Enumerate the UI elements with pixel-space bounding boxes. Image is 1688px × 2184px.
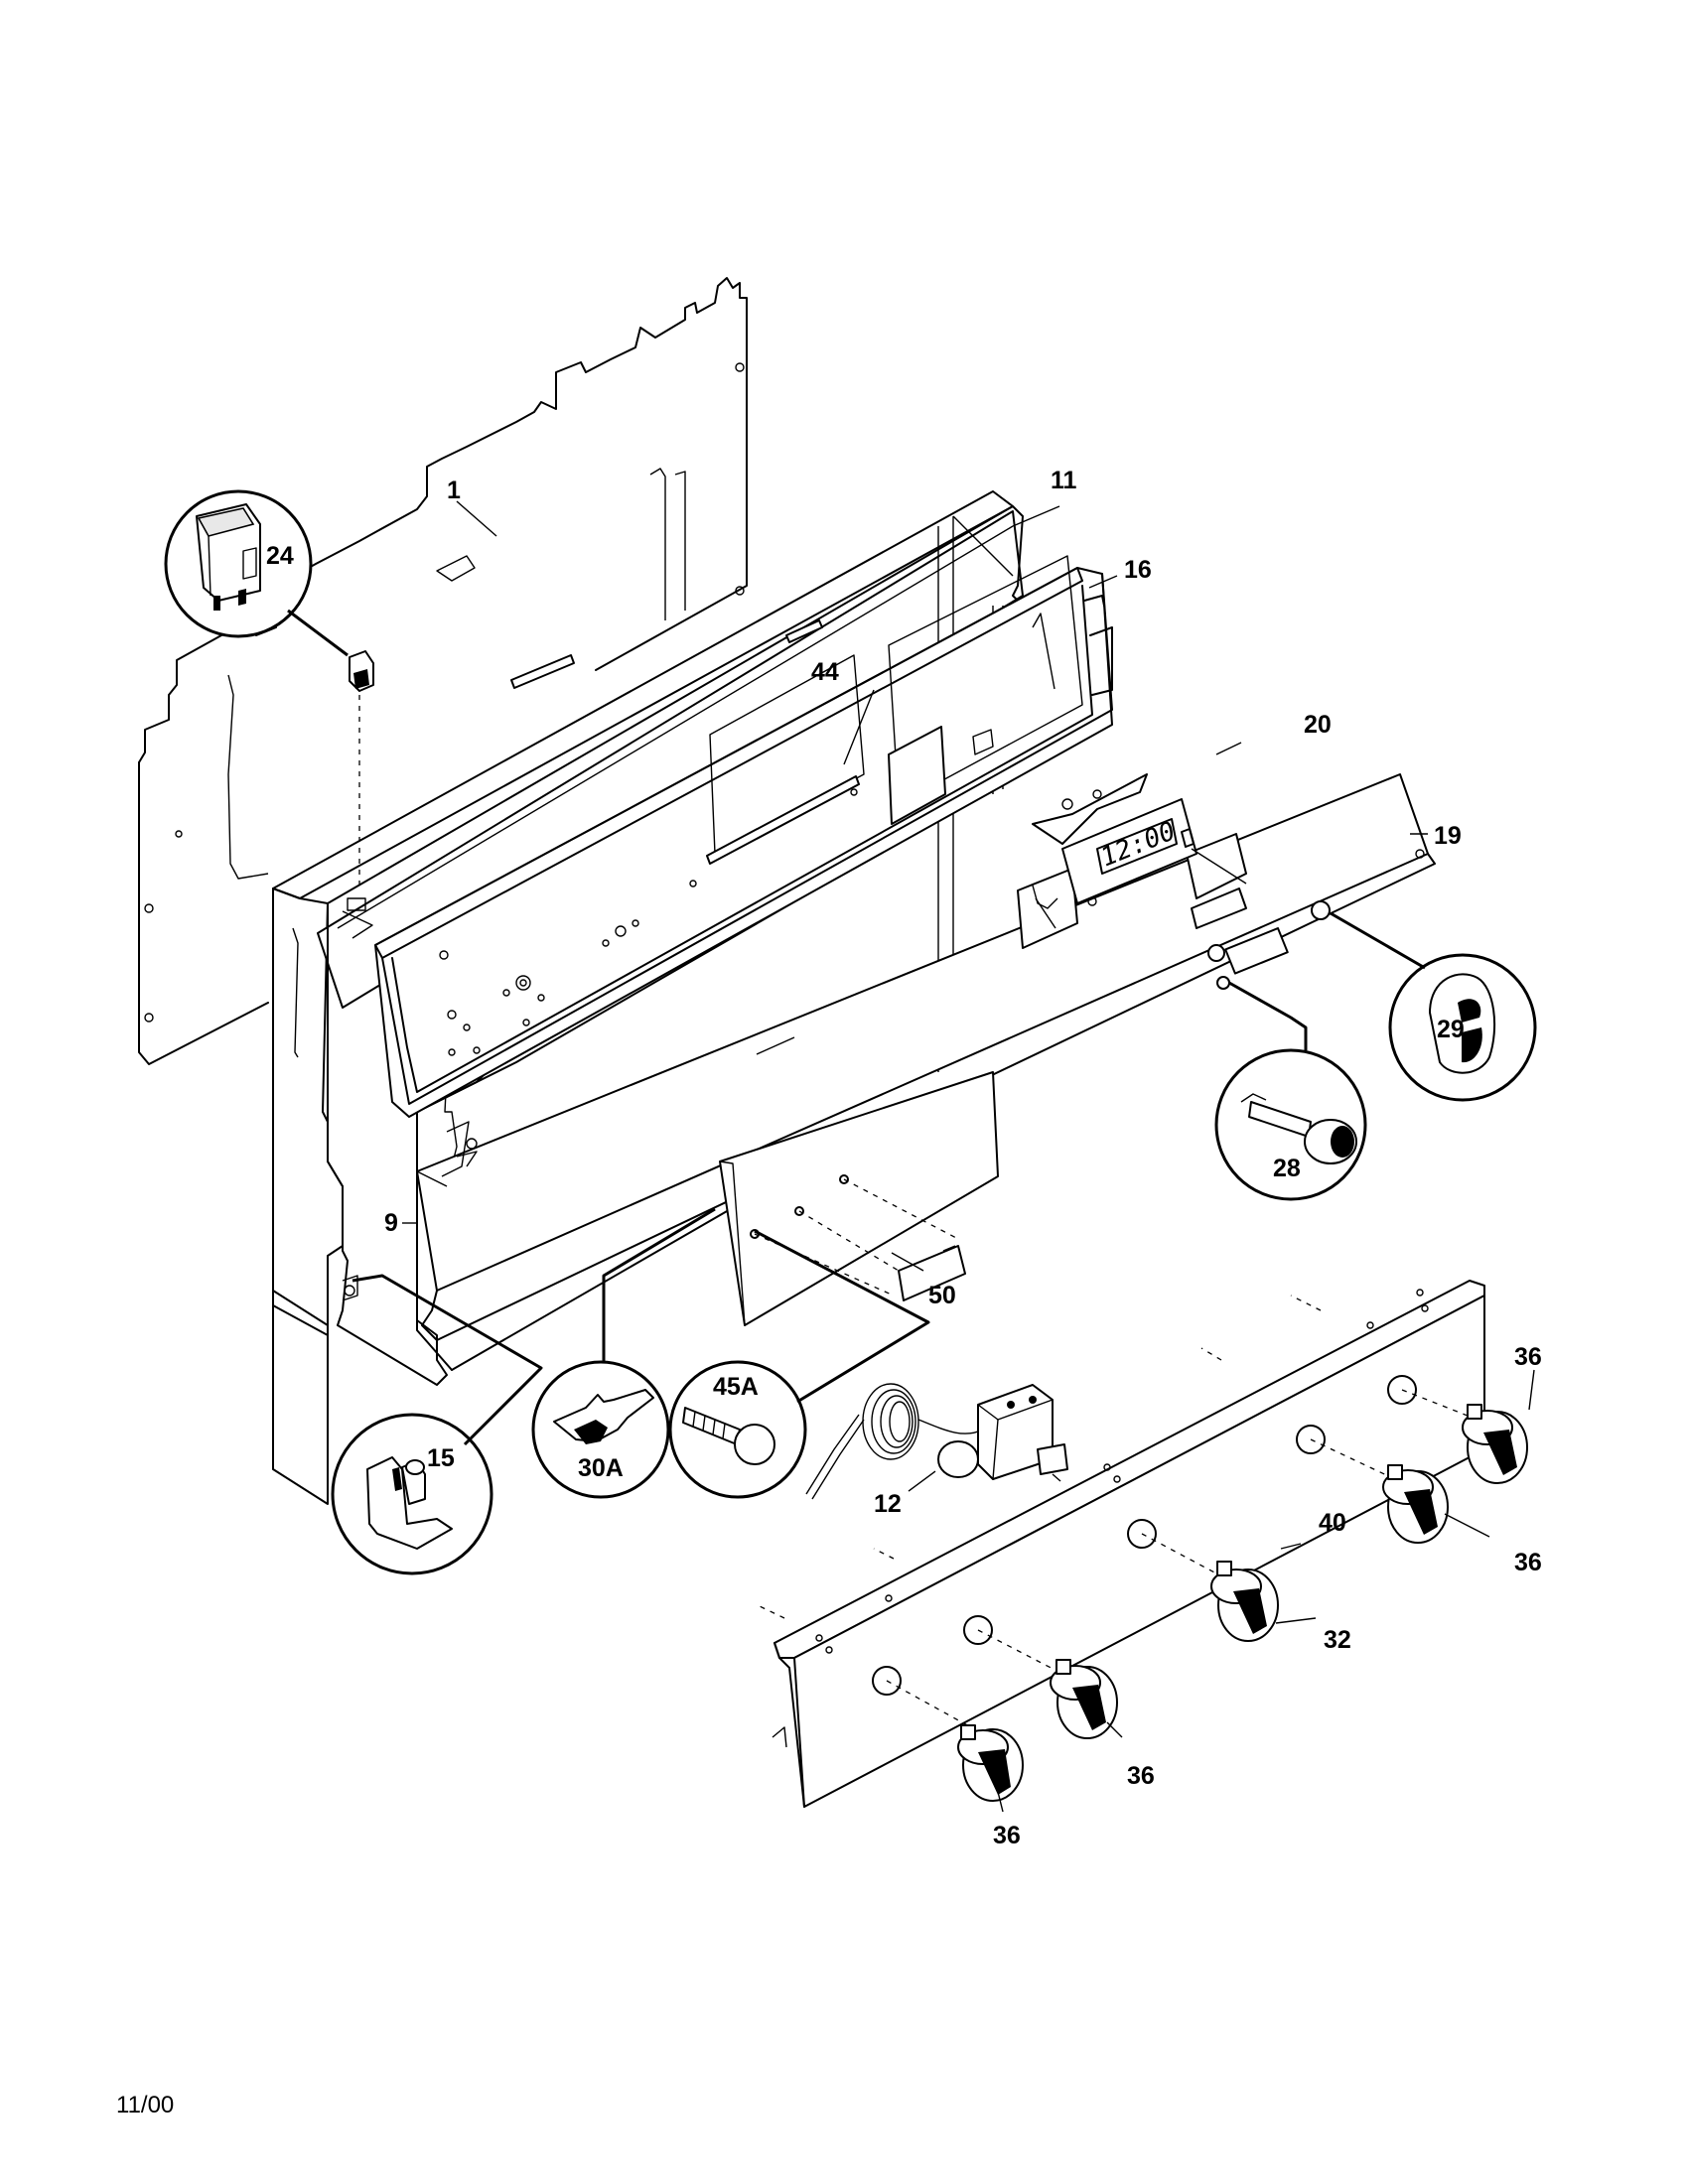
label-part-29: 29 (1437, 1016, 1465, 1043)
label-part-36-upper-right: 36 (1514, 1343, 1542, 1371)
label-part-20: 20 (1304, 711, 1332, 739)
control-panel-part-19 (416, 773, 1436, 1341)
thermostat-part-12 (805, 1383, 1068, 1500)
label-part-9: 9 (384, 1209, 398, 1237)
clock-assembly-part-20: 12:00 (1017, 773, 1247, 949)
footer-date: 11/00 (116, 2092, 174, 2118)
callout-part-28-push-button (1214, 981, 1367, 1201)
label-part-45a: 45A (713, 1373, 759, 1401)
part-labels: 1 11 16 24 44 20 19 29 28 9 50 36 45A 30… (266, 467, 1542, 1849)
knob-part-32-center (1141, 1533, 1279, 1642)
label-part-28: 28 (1273, 1155, 1301, 1182)
knob-part-36-right-upper (1401, 1389, 1528, 1484)
label-part-12: 12 (874, 1490, 902, 1518)
label-part-16: 16 (1124, 556, 1152, 584)
callout-part-24-rocker-switch (164, 489, 349, 657)
label-part-32: 32 (1324, 1626, 1351, 1654)
label-part-15: 15 (427, 1444, 455, 1472)
trim-frame-part-16 (374, 555, 1113, 1164)
rocker-switch-installed (349, 650, 374, 888)
knob-part-36-bottom-left (886, 1680, 1024, 1802)
label-part-44: 44 (811, 658, 839, 686)
callout-part-45a-bolt (668, 1229, 930, 1499)
label-part-50: 50 (928, 1282, 956, 1309)
knob-part-36-right-lower (1310, 1438, 1449, 1544)
callout-part-30a-wing-nut (531, 1207, 716, 1499)
side-panel-part-9 (272, 490, 1014, 1505)
spacer-part-44 (888, 726, 946, 825)
label-part-11: 11 (1051, 467, 1077, 494)
label-part-36-center: 36 (1127, 1762, 1155, 1790)
label-part-40: 40 (1319, 1509, 1346, 1537)
label-part-1: 1 (447, 477, 461, 504)
label-part-36-right-lower: 36 (1514, 1549, 1542, 1576)
callout-part-15-bracket (331, 1274, 543, 1575)
label-part-30a: 30A (578, 1454, 624, 1482)
label-part-19: 19 (1434, 822, 1462, 850)
knob-part-36-bottom-center (977, 1629, 1118, 1739)
callout-part-29-knob (1330, 911, 1537, 1102)
label-part-24: 24 (266, 542, 294, 570)
leader-lines (402, 500, 1535, 1813)
label-part-36-bottom: 36 (993, 1822, 1021, 1849)
